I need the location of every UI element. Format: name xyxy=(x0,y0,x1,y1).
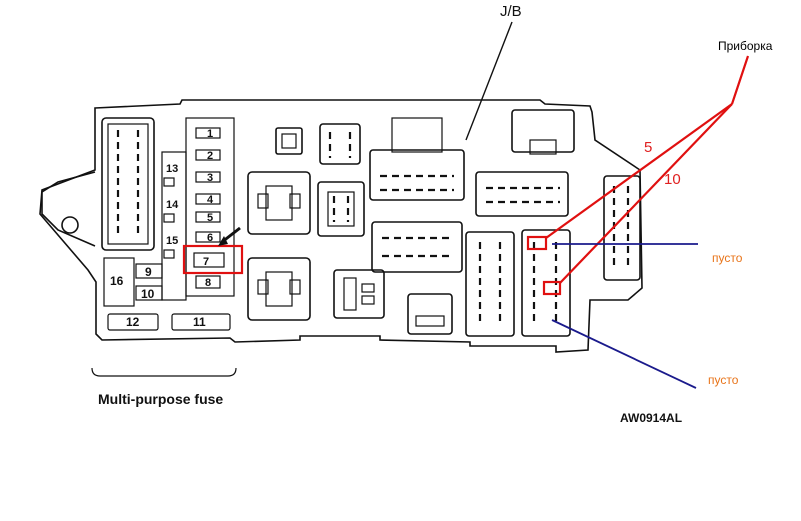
fuse-box-housing xyxy=(39,99,643,353)
fuse-slot-3: 3 xyxy=(195,171,221,184)
mounting-tab xyxy=(41,171,96,247)
connector-large-top xyxy=(369,117,465,201)
fuse-slot-9 xyxy=(135,263,163,279)
fuse-label-1: 1 xyxy=(207,128,213,140)
fuse-label-14: 14 xyxy=(166,199,179,211)
fuse-label-7: 7 xyxy=(203,256,209,268)
fuse-label-13: 13 xyxy=(166,163,178,175)
fuse-label-6: 6 xyxy=(207,232,213,244)
fuse-slot-7: 7 xyxy=(193,252,225,268)
fuse-slot-14b xyxy=(163,213,175,223)
fuse-label-4: 4 xyxy=(207,194,214,206)
fuse-label-11: 11 xyxy=(193,315,206,329)
fuse-label-15: 15 xyxy=(166,235,178,247)
connector-vertical-right xyxy=(521,229,571,337)
fuse-slot-15b xyxy=(163,249,175,259)
relay-socket-top xyxy=(247,171,311,235)
main-fuse-frame xyxy=(185,117,235,297)
fuse-slot-1: 1 xyxy=(195,127,221,140)
fuse-label-16: 16 xyxy=(110,274,124,288)
fuse-slot-10 xyxy=(135,285,163,301)
figure-code-label: AW0914AL xyxy=(620,411,682,425)
connector-large-mid xyxy=(371,221,463,273)
pribor-label: Приборка xyxy=(718,39,773,53)
fuse-label-2: 2 xyxy=(207,150,213,162)
mounting-hole xyxy=(61,216,79,234)
left-connector-inner xyxy=(107,123,149,245)
multi-purpose-fuse-label: Multi-purpose fuse xyxy=(98,391,223,407)
red-line-top xyxy=(730,55,750,105)
fuse-label-8: 8 xyxy=(205,277,211,289)
fuse-label-5: 5 xyxy=(207,212,213,224)
fuse-7-arrowhead xyxy=(218,236,228,246)
fuse-slot-6: 6 xyxy=(195,231,221,244)
red-line-10 xyxy=(559,103,733,284)
blue-line-bottom xyxy=(551,319,697,389)
connector-right-mid xyxy=(475,171,569,217)
fuse-slot-2: 2 xyxy=(195,149,221,162)
small-socket-top xyxy=(275,127,303,155)
jb-leader-line xyxy=(465,21,513,141)
fuse-slot-11 xyxy=(171,313,231,331)
empty-label-bottom: пусто xyxy=(708,373,739,387)
fuse-label-3: 3 xyxy=(207,172,213,184)
empty-label-top: пусто xyxy=(712,251,743,265)
fuse-label-10: 10 xyxy=(141,287,155,301)
left-connector xyxy=(101,117,155,251)
connector-top-right xyxy=(511,109,575,155)
red-label-10: 10 xyxy=(664,171,681,188)
socket-bottom-mid xyxy=(333,269,385,319)
pin-highlight-5 xyxy=(526,235,548,251)
fuse-7-highlight xyxy=(182,244,244,275)
red-label-5: 5 xyxy=(644,139,652,156)
fuse-slot-5: 5 xyxy=(195,211,221,224)
fuse-slot-13b xyxy=(163,177,175,187)
red-line-5 xyxy=(545,103,733,239)
fuse-slot-4: 4 xyxy=(195,193,221,206)
fuse-label-9: 9 xyxy=(145,265,152,279)
fuse-slot-16 xyxy=(103,257,135,307)
relay-socket-bottom xyxy=(247,257,311,321)
pin-highlight-10 xyxy=(542,280,562,296)
socket-top-mid xyxy=(319,123,361,165)
connector-small-bottom xyxy=(407,293,453,335)
fuse-slot-12 xyxy=(107,313,159,331)
multi-purpose-fuse-bracket xyxy=(91,367,237,377)
connector-vertical-left xyxy=(465,231,515,337)
fuse-slot-8: 8 xyxy=(195,275,221,289)
socket-mid xyxy=(317,181,365,237)
fuse-label-12: 12 xyxy=(126,315,140,329)
jb-label: J/B xyxy=(500,3,522,20)
